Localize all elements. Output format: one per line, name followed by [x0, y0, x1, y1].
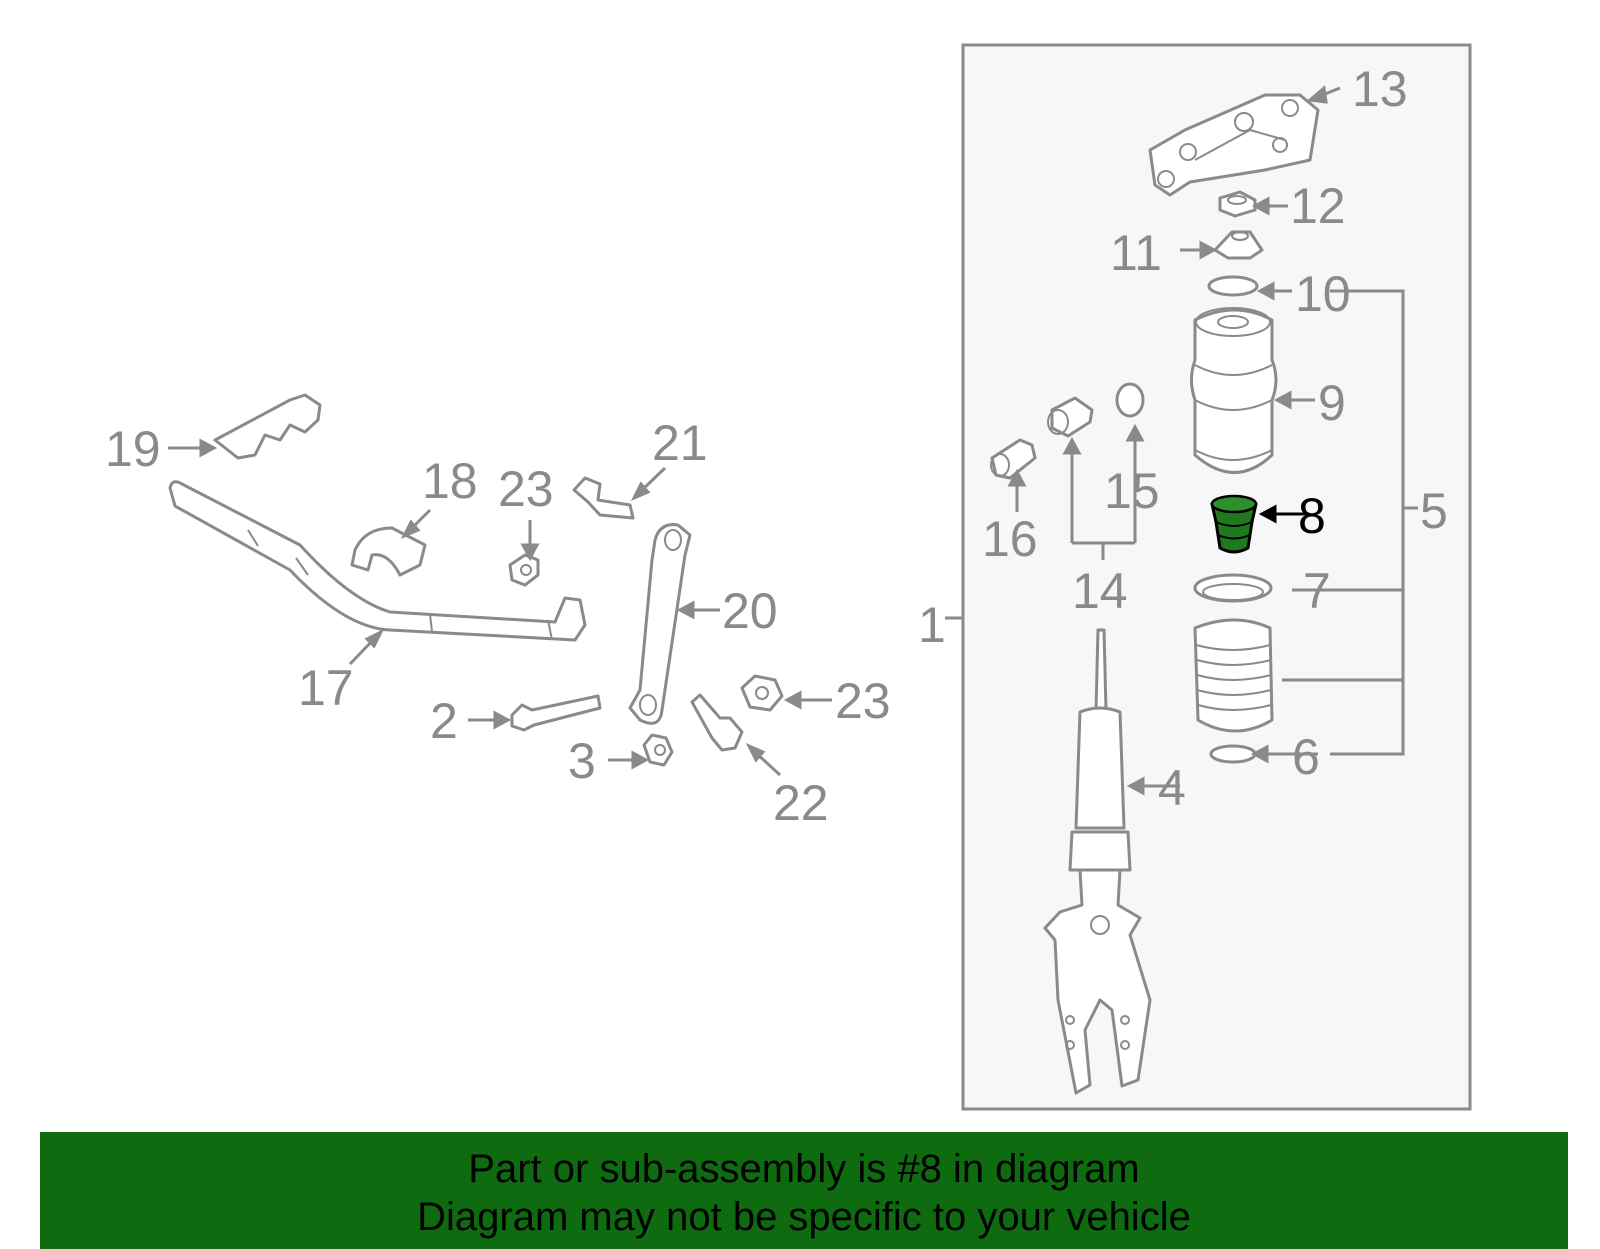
- air-spring: [1190, 307, 1278, 474]
- callout-14: 14: [1072, 563, 1128, 619]
- callout-21: 21: [652, 415, 708, 471]
- strut-bearing: [1213, 230, 1264, 260]
- callout-20: 20: [722, 583, 778, 639]
- upper-mount-plate: [1148, 93, 1320, 197]
- callout-17: 17: [298, 660, 354, 716]
- bracket-5: [1282, 289, 1418, 756]
- upper-seal-ring: [1207, 275, 1259, 297]
- callout-23-upper: 23: [498, 461, 554, 517]
- banner-line-part: Part or sub-assembly is #8 in diagram: [468, 1147, 1140, 1191]
- link-lower-bolt: [690, 693, 744, 752]
- callout-23-lower: 23: [835, 673, 891, 729]
- bar-mount-bolt: [510, 694, 602, 732]
- link-bolt: [572, 476, 635, 520]
- bump-stop-highlighted: [1210, 494, 1258, 554]
- stabilizer-bar: [168, 480, 587, 642]
- link-nut-upper: [508, 553, 540, 587]
- bracket-14: [1072, 541, 1135, 560]
- callout-12: 12: [1290, 178, 1346, 234]
- callout-22: 22: [773, 775, 829, 831]
- callout-8: 8: [1298, 488, 1326, 544]
- link-nut-lower: [740, 674, 784, 712]
- stabilizer-bracket: [213, 393, 322, 460]
- leader-arrow-8: [1258, 504, 1308, 524]
- clamp-ring: [1193, 573, 1273, 603]
- callout-19: 19: [105, 421, 161, 477]
- stabilizer-link: [628, 523, 692, 725]
- callout-4: 4: [1158, 760, 1186, 816]
- callout-1: 1: [918, 597, 946, 653]
- dust-boot: [1193, 618, 1274, 733]
- callout-11: 11: [1110, 225, 1162, 281]
- callout-13: 13: [1352, 61, 1408, 117]
- callout-2: 2: [430, 693, 458, 749]
- callout-16: 16: [982, 511, 1038, 567]
- leader-arrows: [168, 85, 1341, 796]
- bar-mount-nut: [642, 733, 674, 767]
- stabilizer-bushing: [350, 526, 427, 577]
- mount-nut: [1218, 190, 1257, 218]
- callout-10: 10: [1295, 266, 1351, 322]
- shock-absorber: [1043, 628, 1152, 1095]
- banner-line-disclaimer: Diagram may not be specific to your vehi…: [417, 1195, 1191, 1239]
- callout-15: 15: [1104, 463, 1160, 519]
- callout-9: 9: [1318, 375, 1346, 431]
- valve-cap: [1047, 396, 1094, 438]
- callout-5: 5: [1420, 483, 1448, 539]
- suspension-parts-diagram: 1 2 3 4 5 6 7 8 9 10 11 12 13 14 15 16 1…: [105, 43, 1472, 1111]
- lower-seal-ring: [1209, 744, 1257, 764]
- callout-6: 6: [1292, 729, 1320, 785]
- callout-7: 7: [1303, 563, 1331, 619]
- air-valve-fitting: [990, 438, 1037, 480]
- callout-3: 3: [568, 733, 596, 789]
- callout-18: 18: [422, 453, 478, 509]
- info-banner: Part or sub-assembly is #8 in diagram Di…: [40, 1132, 1568, 1249]
- valve-o-ring: [1115, 382, 1145, 418]
